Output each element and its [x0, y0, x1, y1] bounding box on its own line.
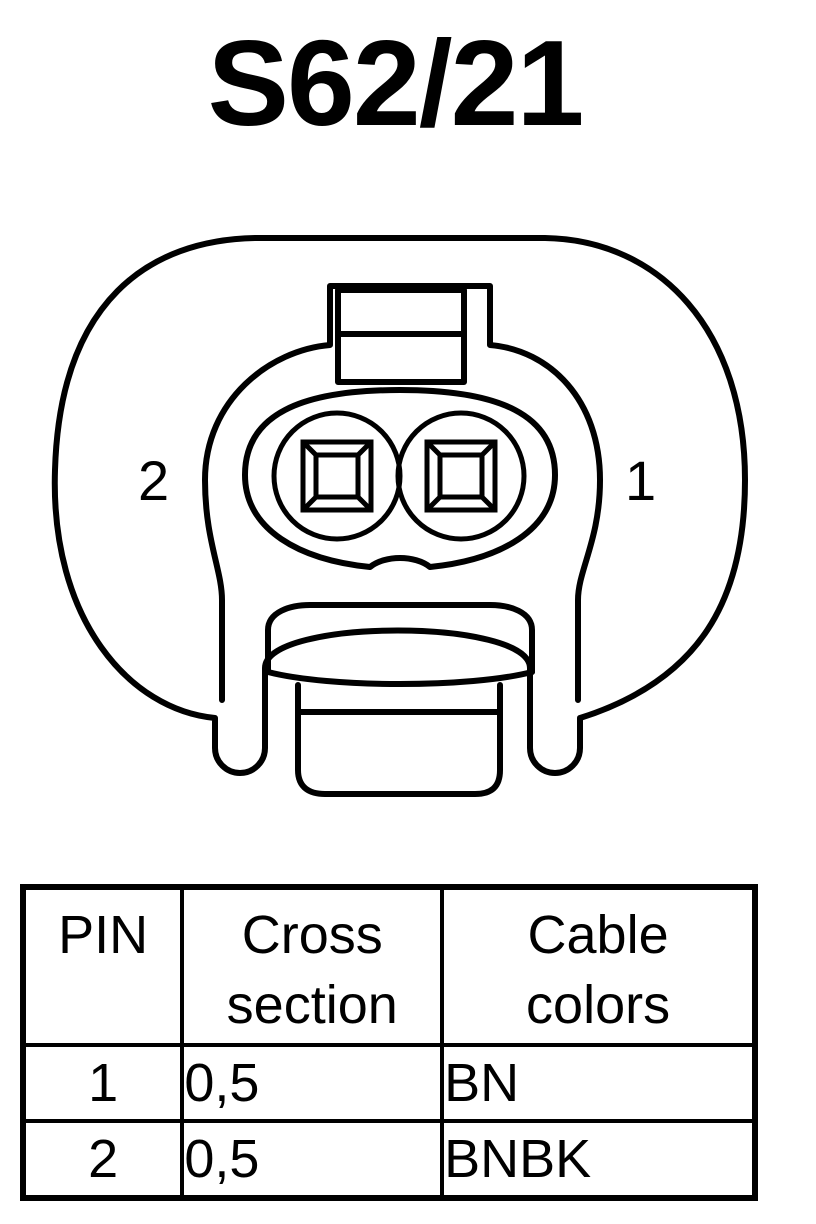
cell-cross-section: 0,5: [180, 1043, 445, 1123]
cell-pin: 1: [20, 1043, 185, 1123]
header-cross-section: Cross section: [180, 885, 445, 1047]
pin-2-terminal: [271, 410, 403, 542]
connector-outer-housing: [51, 235, 748, 776]
lower-lip: [265, 602, 535, 675]
connector-title: S62/21: [207, 15, 585, 151]
cell-pin: 2: [20, 1119, 185, 1200]
table-header-row: PIN Cross section Cable colors: [20, 885, 757, 1047]
header-cable-colors: Cable colors: [440, 885, 757, 1047]
cell-cross-section: 0,5: [180, 1119, 445, 1200]
pin-label-1: 1: [625, 449, 656, 512]
header-pin: PIN: [20, 885, 185, 1047]
connector-diagram: 2 1: [51, 235, 748, 797]
connector-inner-recess: [202, 283, 603, 703]
pin-cavity-outline: [242, 387, 558, 570]
pin-label-2: 2: [138, 449, 169, 512]
pin-1-terminal: [395, 410, 527, 542]
table-row: 2 0,5 BNBK: [20, 1119, 757, 1200]
pin-assignment-table: PIN Cross section Cable colors 1 0,5 BN …: [20, 884, 758, 1201]
cell-cable-color: BNBK: [440, 1119, 757, 1200]
bottom-key: [295, 682, 503, 797]
cell-cable-color: BN: [440, 1043, 757, 1123]
table-row: 1 0,5 BN: [20, 1043, 757, 1123]
